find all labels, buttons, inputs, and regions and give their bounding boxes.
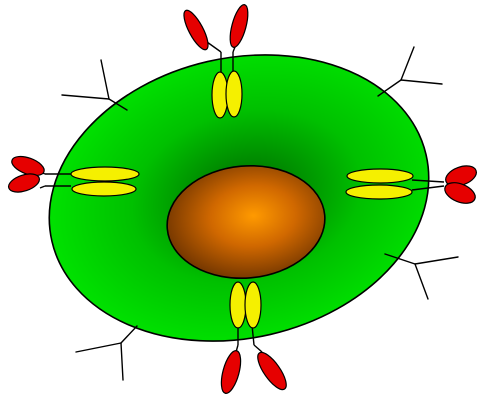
antibody-right-stem-top xyxy=(347,169,413,183)
receptor-top-right xyxy=(378,47,442,96)
antibody-bottom-stem-right xyxy=(245,282,261,328)
antibody-left-stem-top xyxy=(71,167,139,181)
receptor-bottom-left xyxy=(76,326,137,380)
antibody-top-tip-right xyxy=(227,3,252,49)
antibody-left-stem-bottom xyxy=(72,182,136,196)
antibody-right-stem-bottom xyxy=(346,185,412,199)
antibody-top-stem-right xyxy=(226,71,242,117)
antibody-top-tip-left xyxy=(179,7,212,52)
antibody-bottom-tip-left xyxy=(218,349,245,396)
antibody-bottom-stem-left xyxy=(230,282,246,328)
antibody-bottom-tip-right xyxy=(253,348,291,393)
